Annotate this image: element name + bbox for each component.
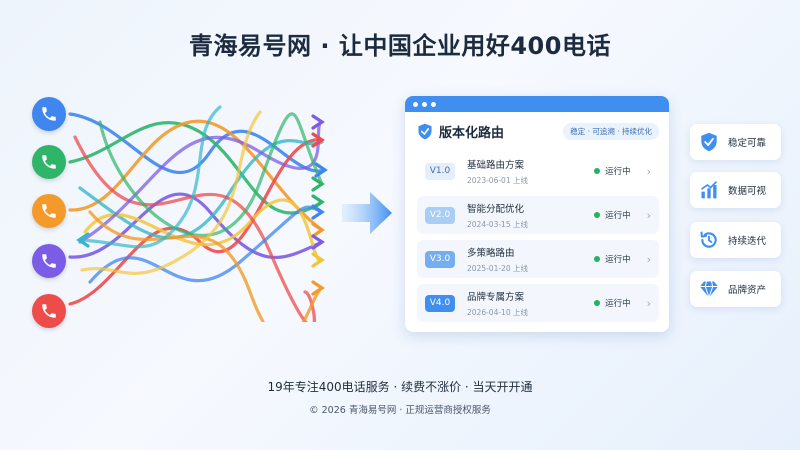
- phone-icon: [32, 194, 66, 228]
- feature-label: 稳定可靠: [728, 138, 767, 149]
- version-badge: V1.0: [425, 162, 455, 180]
- footer-slogan: 19年专注400电话服务 · 续费不涨价 · 当天开开通: [267, 380, 533, 394]
- status-indicator: 运行中: [594, 297, 631, 309]
- route-version-row[interactable]: V1.0 基础路由方案 2023-06-01 上线 运行中 ›: [417, 152, 659, 190]
- status-indicator: 运行中: [594, 253, 631, 265]
- chevron-right-icon[interactable]: ›: [646, 164, 651, 178]
- route-name: 基础路由方案: [467, 159, 525, 171]
- status-label: 运行中: [605, 211, 631, 221]
- diamond-icon: [699, 281, 719, 299]
- window-dot: [431, 101, 436, 107]
- page-title: 青海易号网 · 让中国企业用好400电话: [189, 32, 611, 60]
- arrow-right-icon: [342, 192, 392, 234]
- window-title: 版本化路由: [439, 125, 505, 141]
- phone-icon: [32, 244, 66, 278]
- routing-tangle-illustration: [68, 105, 328, 322]
- status-label: 运行中: [605, 167, 631, 177]
- window-dot: [422, 101, 427, 107]
- route-date: 2023-06-01 上线: [467, 175, 528, 185]
- status-dot: [594, 168, 601, 174]
- status-dot: [594, 212, 601, 218]
- version-badge: V4.0: [425, 294, 455, 312]
- history-icon: [700, 231, 717, 248]
- status-label: 运行中: [605, 299, 631, 309]
- shield-check-icon: [701, 132, 717, 152]
- route-name: 多策略路由: [467, 247, 515, 259]
- feature-card-brand: 品牌资产: [690, 271, 781, 307]
- route-date: 2026-04-10 上线: [467, 307, 528, 317]
- route-version-row[interactable]: V4.0 品牌专属方案 2026-04-10 上线 运行中 ›: [417, 284, 659, 322]
- status-indicator: 运行中: [594, 209, 631, 221]
- feature-card-stable: 稳定可靠: [690, 124, 781, 160]
- feature-card-data: 数据可视: [690, 172, 781, 208]
- phone-icon: [32, 97, 66, 131]
- version-badge: V2.0: [425, 206, 455, 224]
- window-dot: [413, 101, 418, 107]
- route-date: 2025-01-20 上线: [467, 263, 528, 273]
- phone-icon: [32, 145, 66, 179]
- route-version-row[interactable]: V2.0 智能分配优化 2024-03-15 上线 运行中 ›: [417, 196, 659, 234]
- chart-icon: [701, 181, 718, 199]
- phone-icon: [32, 294, 66, 328]
- route-name: 品牌专属方案: [467, 291, 525, 303]
- feature-label: 持续迭代: [728, 236, 767, 247]
- status-indicator: 运行中: [594, 165, 631, 177]
- feature-label: 数据可视: [728, 186, 767, 197]
- feature-card-iteration: 持续迭代: [690, 222, 781, 258]
- version-badge: V3.0: [425, 250, 455, 268]
- chevron-right-icon[interactable]: ›: [646, 296, 651, 310]
- feature-label: 品牌资产: [728, 285, 767, 296]
- routing-versions-window: 版本化路由 稳定 · 可追溯 · 持续优化 V1.0 基础路由方案 2023-0…: [405, 96, 669, 332]
- window-tagline-badge: 稳定 · 可追溯 · 持续优化: [563, 122, 659, 140]
- route-version-row[interactable]: V3.0 多策略路由 2025-01-20 上线 运行中 ›: [417, 240, 659, 278]
- status-dot: [594, 256, 601, 262]
- window-titlebar: [405, 96, 669, 112]
- shield-check-icon: [418, 123, 432, 139]
- status-dot: [594, 300, 601, 306]
- footer-copyright: © 2026 青海易号网 · 正规运营商授权服务: [309, 405, 491, 416]
- route-date: 2024-03-15 上线: [467, 219, 528, 229]
- chevron-right-icon[interactable]: ›: [646, 208, 651, 222]
- route-name: 智能分配优化: [467, 203, 525, 215]
- status-label: 运行中: [605, 255, 631, 265]
- chevron-right-icon[interactable]: ›: [646, 252, 651, 266]
